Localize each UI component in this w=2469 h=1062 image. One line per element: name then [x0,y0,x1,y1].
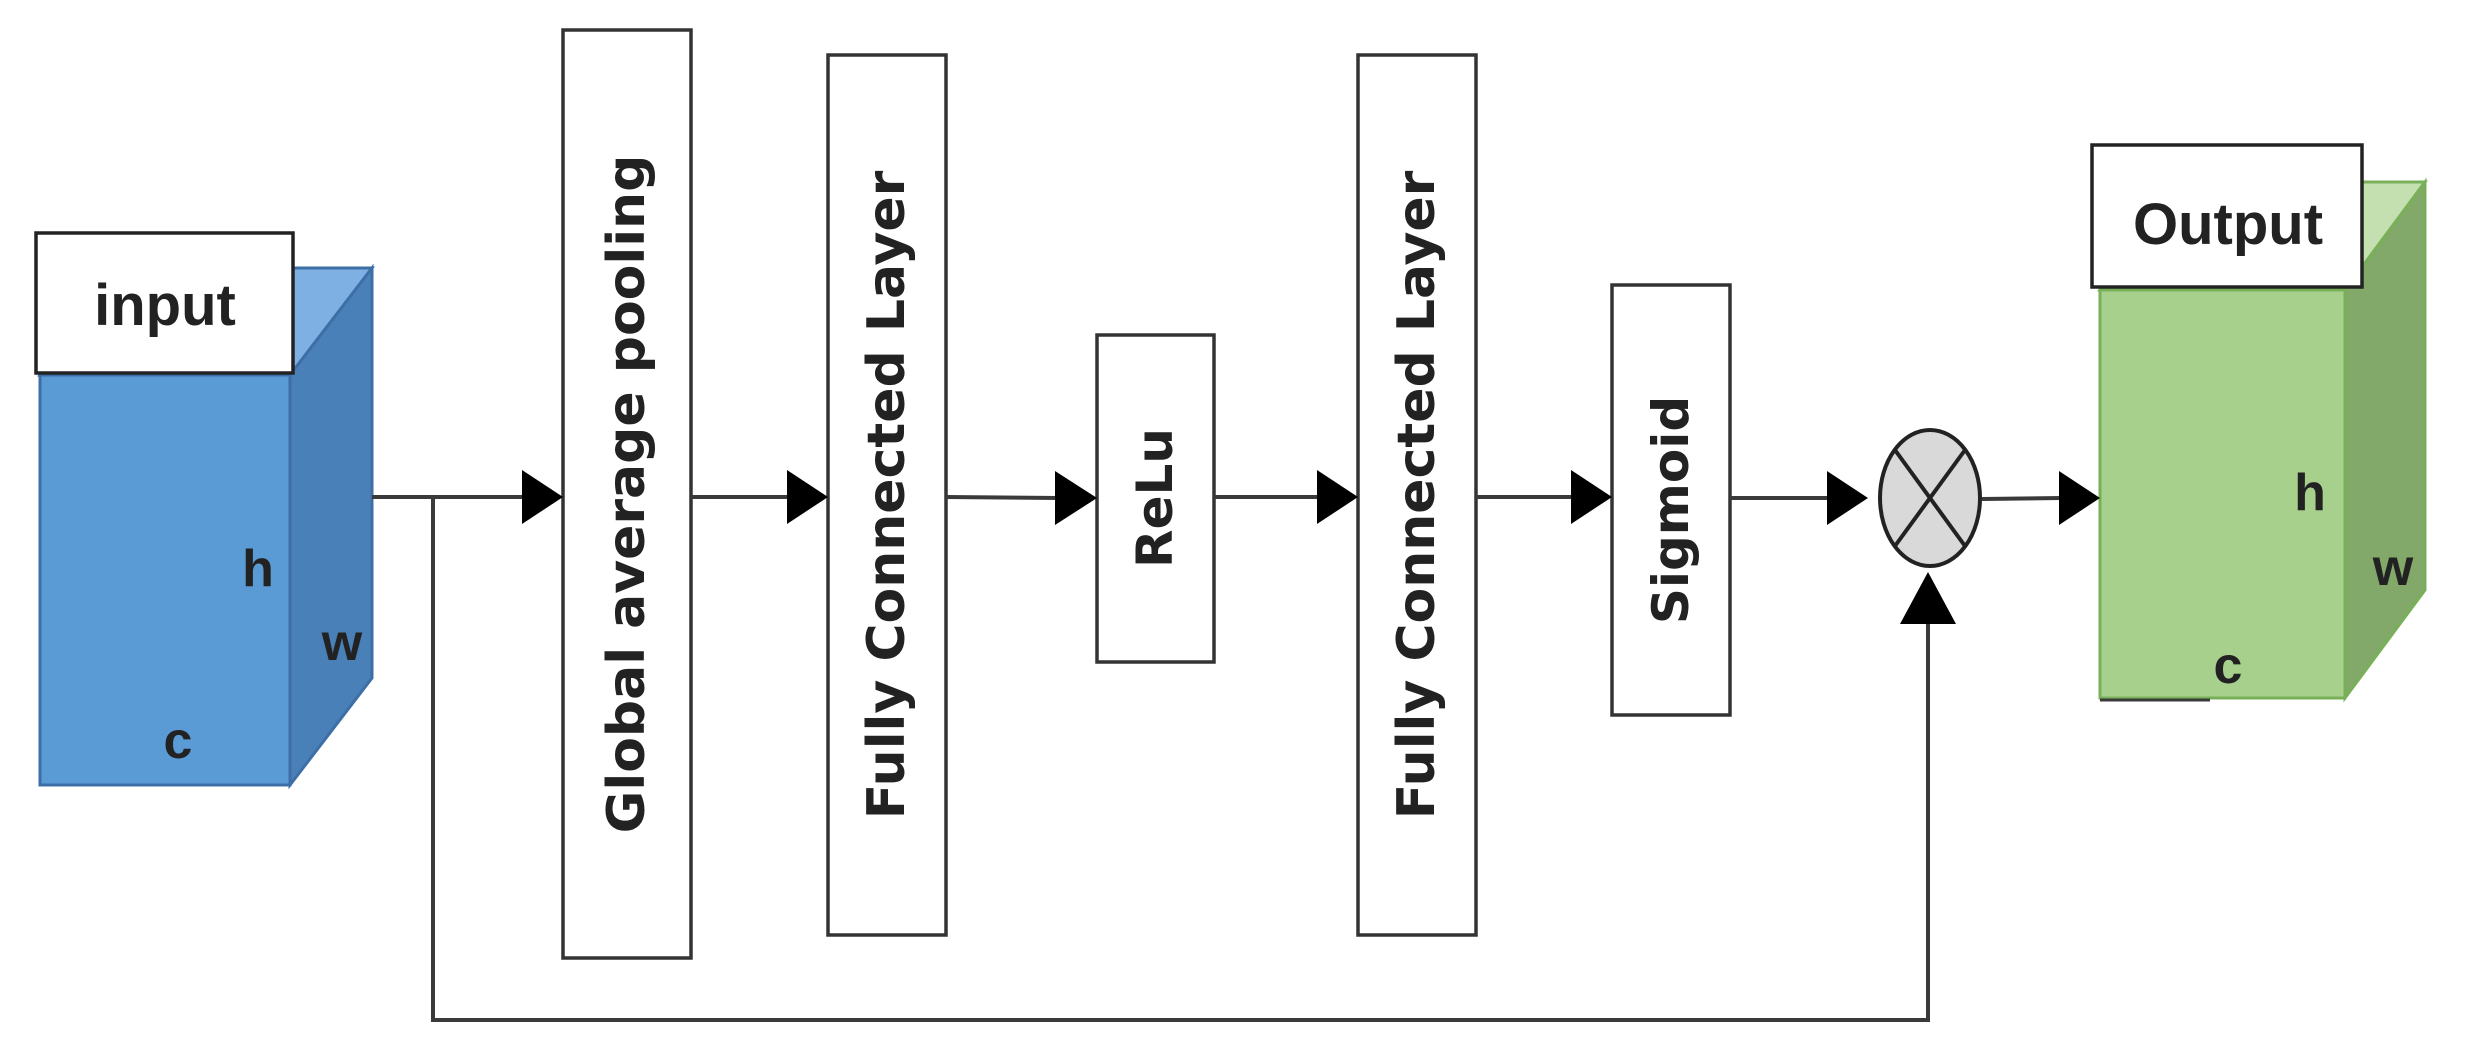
arrowhead-right-icon [2059,471,2100,525]
layer-box [1095,333,1216,664]
input-dim-c: c [164,712,193,770]
layer-box [561,28,693,960]
layer-box [1356,53,1478,937]
input-label-box [34,231,295,375]
layer-box [826,53,948,937]
output-label-box [2090,143,2364,289]
skip-connection [431,497,1930,1022]
multiply-cross-line [1893,448,1967,548]
layer-fully-connected-2: Fully Connected Layer [1356,53,1478,937]
input-dim-w: w [321,614,363,672]
layer-box [1610,283,1732,717]
layer-label: Sigmoid [1642,396,1700,624]
layer-label: Global average pooling [597,155,657,834]
output-dim-c: c [2214,637,2243,695]
arrowhead-right-icon [1317,470,1358,524]
input-label: input [94,273,236,338]
output-cube: h w c Output [2090,143,2428,703]
output-cube-front [2098,288,2347,700]
layer-label: Fully Connected Layer [1387,170,1447,819]
arrowhead-right-icon [1055,471,1097,525]
connector-multiply-to-output [1981,496,2063,501]
input-cube-front [38,373,292,787]
arrowhead-up-icon [1900,572,1956,624]
input-dim-h: h [242,540,274,598]
connectors [372,470,2100,1022]
layer-global-average-pooling: Global average pooling [561,28,693,960]
layer-relu: ReLu [1095,333,1216,664]
arrowhead-right-icon [787,470,828,524]
output-dim-w: w [2372,539,2414,597]
connector-fc1-to-relu [945,495,1059,500]
arrowhead-right-icon [1827,471,1868,525]
arrowhead-right-icon [1571,470,1612,524]
layer-label: Fully Connected Layer [857,170,917,819]
layer-sigmoid: Sigmoid [1610,283,1732,717]
input-cube: h w c input [34,231,376,790]
layer-label: ReLu [1126,428,1184,568]
output-dim-h: h [2294,464,2326,522]
output-label: Output [2133,192,2323,257]
arrowhead-right-icon [522,470,563,524]
multiply-node [1878,428,1982,568]
layer-fully-connected-1: Fully Connected Layer [826,53,948,937]
